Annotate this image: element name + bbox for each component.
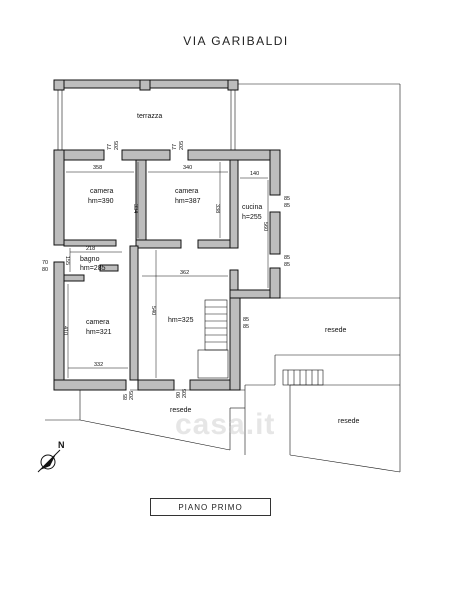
dim-358: 358 (93, 165, 102, 171)
floor-title: PIANO PRIMO (150, 498, 271, 516)
room-terrazza: terrazza (137, 113, 162, 120)
window-dim-1b: 205 (114, 141, 120, 150)
building-walls (53, 149, 281, 391)
room-bagno: bagno (80, 256, 100, 263)
window-dim-3a: 85 (284, 196, 290, 202)
compass-icon (37, 449, 61, 473)
dim-155: 155 (64, 256, 70, 265)
window-dim-4a: 85 (284, 255, 290, 261)
window-dim-5a: 85 (243, 317, 249, 323)
room-cucina-height: h=255 (242, 214, 262, 221)
dim-340: 340 (183, 165, 192, 171)
window-dim-3b: 85 (284, 203, 290, 209)
dim-332: 332 (94, 362, 103, 368)
window-dim-6a: 70 (42, 260, 48, 266)
window-dim-1a: 77 (107, 144, 113, 150)
terrace (53, 79, 239, 150)
dim-560: 560 (262, 222, 268, 231)
street-name: VIA GARIBALDI (183, 34, 289, 48)
window-dim-4b: 85 (284, 262, 290, 268)
area-resede-3: resede (170, 407, 192, 414)
room-camera-1-height: hm=390 (88, 198, 114, 205)
room-hall-height: hm=325 (168, 317, 194, 324)
dim-410: 410 (62, 326, 68, 335)
window-dim-2b: 205 (179, 141, 185, 150)
room-bagno-height: hm=285 (80, 265, 106, 272)
steps (282, 369, 324, 386)
window-dim-7b: 205 (129, 391, 135, 400)
window-dim-5b: 85 (243, 324, 249, 330)
watermark-logo: casa.it (175, 408, 276, 441)
dim-338: 338 (214, 204, 220, 213)
room-camera-1: camera (90, 188, 113, 195)
north-label: N (58, 440, 65, 450)
internal-stairs (197, 299, 229, 379)
area-resede-1: resede (325, 327, 347, 334)
area-resede-2: resede (338, 418, 360, 425)
window-dim-2a: 77 (172, 144, 178, 150)
room-camera-2-height: hm=387 (175, 198, 201, 205)
room-camera-3: camera (86, 319, 109, 326)
room-camera-2: camera (175, 188, 198, 195)
dim-362: 362 (180, 270, 189, 276)
window-dim-6b: 80 (42, 267, 48, 273)
dim-140: 140 (250, 171, 259, 177)
dimension-lines (66, 162, 269, 378)
dim-334: 334 (132, 204, 138, 213)
window-dim-7a: 85 (123, 394, 129, 400)
dim-218: 218 (86, 246, 95, 252)
window-dim-8a: 90 (176, 392, 182, 398)
room-camera-3-height: hm=321 (86, 329, 112, 336)
window-dim-8b: 205 (182, 389, 188, 398)
room-cucina: cucina (242, 204, 262, 211)
dim-540: 540 (150, 306, 156, 315)
